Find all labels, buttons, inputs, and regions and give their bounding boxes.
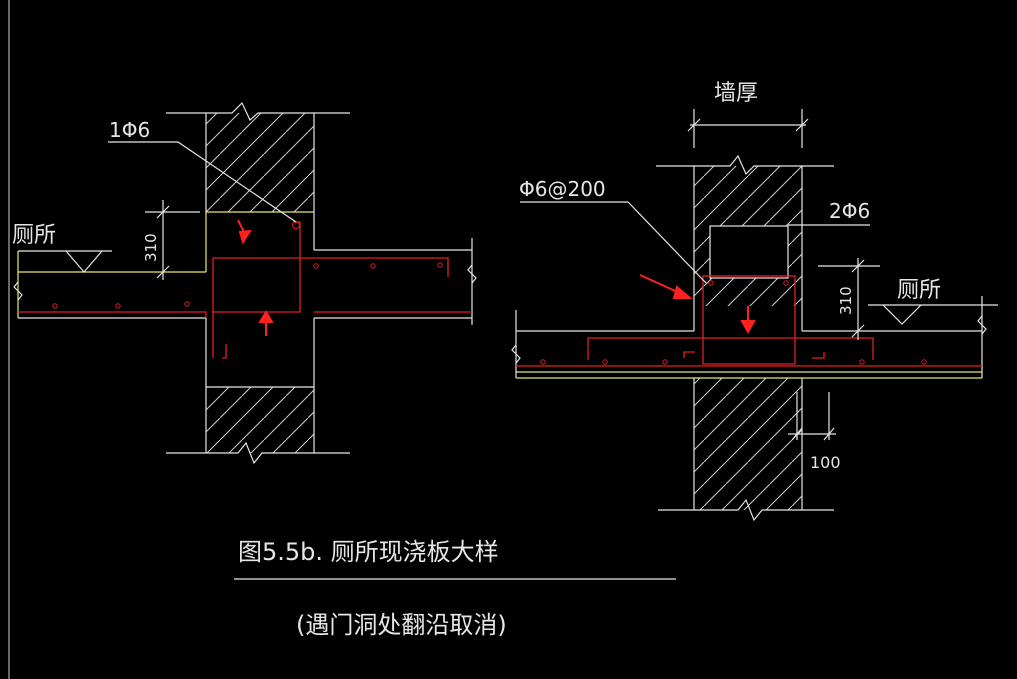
right-dim-310 [818, 258, 880, 340]
left-annotation-arrows [237, 219, 274, 336]
left-dim-310-label: 310 [142, 233, 160, 262]
left-leader-1phi6 [108, 141, 297, 223]
left-dim-310 [145, 200, 200, 280]
right-dim-310-label: 310 [837, 286, 855, 315]
right-upper-wall [656, 154, 834, 331]
left-upper-wall [166, 101, 350, 250]
caption-title: 图5.5b. 厕所现浇板大样 [238, 538, 499, 566]
right-level-symbol [868, 304, 998, 325]
right-lower-wall [658, 378, 834, 522]
left-level-symbol [18, 250, 112, 273]
right-room-label: 厕所 [897, 278, 941, 303]
caption-note: (遇门洞处翻沿取消) [296, 611, 507, 639]
right-slab [511, 296, 987, 379]
left-lower-wall [166, 318, 350, 465]
right-rebar [516, 275, 982, 367]
left-rebar [18, 221, 472, 359]
right-detail [511, 109, 998, 522]
right-stirrup-label: Φ6@200 [519, 177, 606, 201]
right-leader-stirrup [520, 201, 707, 284]
left-detail [13, 101, 477, 465]
right-dim-wall [687, 109, 809, 148]
right-top-bar-label: 2Φ6 [829, 199, 870, 223]
left-rebar-label: 1Φ6 [109, 118, 150, 142]
left-slab [13, 211, 477, 325]
right-wall-thickness-label: 墙厚 [714, 81, 758, 106]
right-dim-100-label: 100 [810, 453, 841, 472]
left-room-label: 厕所 [12, 223, 56, 248]
right-annotation-arrows [639, 274, 756, 335]
right-dim-100 [788, 392, 836, 441]
